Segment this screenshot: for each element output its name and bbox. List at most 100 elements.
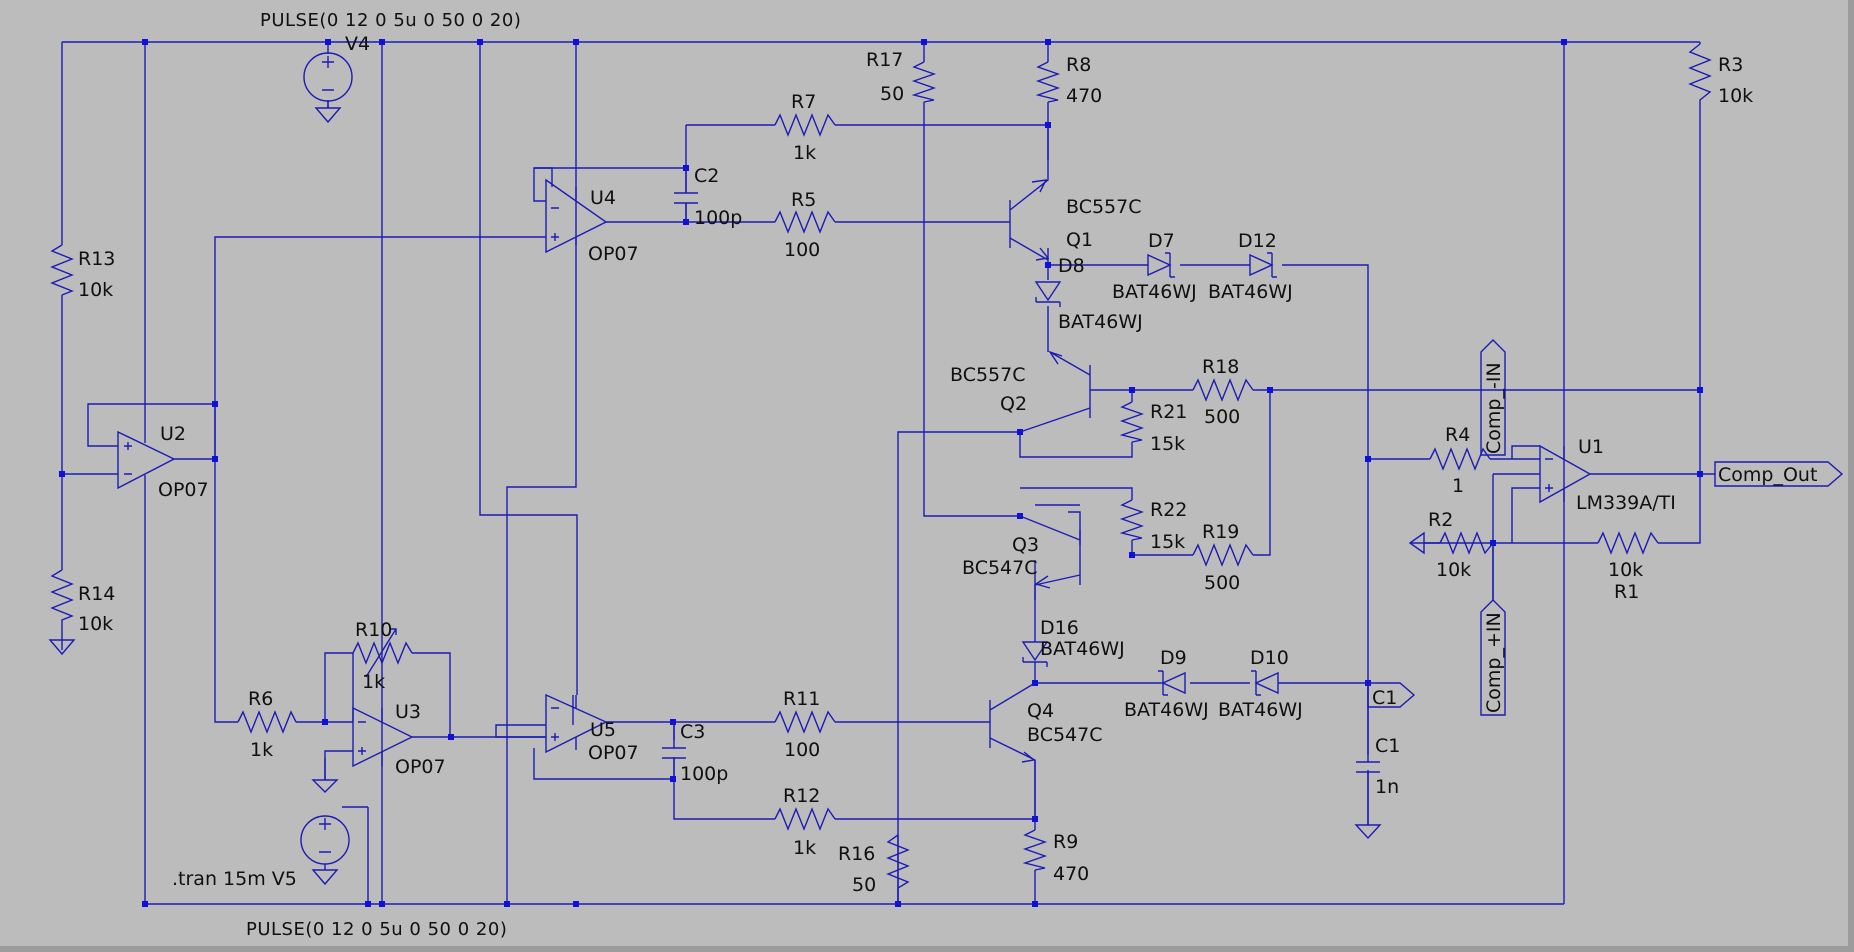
pulse-bottom-text: PULSE(0 12 0 5u 0 50 0 20) — [246, 919, 507, 940]
svg-text:BAT46WJ: BAT46WJ — [1124, 699, 1209, 721]
svg-text:D16: D16 — [1040, 617, 1079, 639]
opamp-u2 — [117, 430, 176, 490]
svg-text:D8: D8 — [1058, 255, 1085, 277]
resistor-r3 — [1688, 43, 1712, 108]
svg-text:R9: R9 — [1053, 831, 1078, 853]
net-label-c1: C1 — [1372, 687, 1397, 709]
svg-text:50: 50 — [852, 874, 876, 896]
diode-d12 — [1249, 252, 1277, 278]
svg-text:10k: 10k — [1608, 559, 1643, 581]
svg-text:BAT46WJ: BAT46WJ — [1112, 281, 1197, 303]
resistor-r17 — [911, 61, 937, 103]
svg-text:BC547C: BC547C — [1027, 724, 1103, 746]
capacitors — [662, 168, 1382, 840]
svg-text:R7: R7 — [791, 91, 816, 113]
svg-text:U3: U3 — [395, 701, 421, 723]
resistor-r10 — [352, 641, 413, 665]
net-label-comp-out: Comp_Out — [1718, 464, 1817, 486]
pulse-top-text: PULSE(0 12 0 5u 0 50 0 20) — [260, 10, 521, 31]
svg-text:LM339A/TI: LM339A/TI — [1576, 492, 1676, 514]
svg-text:R14: R14 — [78, 583, 115, 605]
svg-text:U5: U5 — [590, 719, 616, 741]
resistor-r5 — [774, 210, 836, 234]
svg-text:R21: R21 — [1150, 401, 1187, 423]
svg-text:U4: U4 — [590, 187, 616, 209]
source-v4[interactable] — [303, 52, 353, 124]
svg-text:10k: 10k — [1718, 85, 1753, 107]
capacitor-c1 — [1356, 683, 1380, 825]
svg-text:R17: R17 — [866, 49, 903, 71]
svg-text:100p: 100p — [694, 207, 742, 229]
svg-text:R18: R18 — [1202, 356, 1239, 378]
opamp-u1 — [1539, 444, 1592, 504]
resistor-r22 — [1119, 499, 1145, 541]
resistor-r14 — [50, 569, 74, 640]
diode-d7 — [1147, 252, 1175, 278]
svg-text:Q1: Q1 — [1066, 229, 1093, 251]
labels: PULSE(0 12 0 5u 0 50 0 20) PULSE(0 12 0 … — [78, 10, 1817, 940]
svg-text:470: 470 — [1066, 85, 1102, 107]
svg-text:15k: 15k — [1150, 433, 1185, 455]
svg-text:BAT46WJ: BAT46WJ — [1218, 699, 1303, 721]
svg-text:R2: R2 — [1428, 509, 1453, 531]
svg-text:OP07: OP07 — [395, 756, 446, 778]
svg-text:R22: R22 — [1150, 499, 1187, 521]
svg-text:15k: 15k — [1150, 531, 1185, 553]
svg-text:500: 500 — [1204, 572, 1240, 594]
resistor-r7 — [774, 113, 836, 137]
opamps — [117, 178, 1592, 793]
resistor-r18 — [1192, 378, 1254, 402]
svg-text:R11: R11 — [783, 688, 820, 710]
svg-text:1k: 1k — [362, 671, 385, 693]
resistor-r6 — [237, 710, 297, 734]
svg-text:R4: R4 — [1445, 424, 1470, 446]
transistors — [989, 125, 1091, 819]
svg-text:OP07: OP07 — [588, 243, 639, 265]
wires — [61, 41, 1715, 905]
svg-text:R16: R16 — [838, 843, 875, 865]
diode-d8 — [1034, 281, 1062, 307]
svg-text:U1: U1 — [1578, 436, 1604, 458]
transistor-q1 — [1009, 125, 1050, 261]
svg-text:D12: D12 — [1238, 230, 1277, 252]
svg-text:100: 100 — [784, 239, 820, 261]
svg-text:Q4: Q4 — [1027, 700, 1054, 722]
svg-text:1k: 1k — [250, 739, 273, 761]
svg-text:OP07: OP07 — [588, 742, 639, 764]
capacitor-c3 — [662, 722, 686, 779]
resistor-r8 — [1035, 61, 1061, 103]
svg-text:100p: 100p — [680, 763, 728, 785]
window-right-edge — [1848, 0, 1854, 952]
svg-text:10k: 10k — [1436, 559, 1471, 581]
opamp-u3 — [352, 706, 414, 768]
svg-text:V4: V4 — [345, 33, 370, 55]
svg-text:R8: R8 — [1066, 54, 1091, 76]
svg-text:D7: D7 — [1148, 230, 1175, 252]
svg-text:1k: 1k — [793, 142, 816, 164]
resistor-r19 — [1192, 543, 1254, 567]
svg-text:100: 100 — [784, 739, 820, 761]
resistor-r13 — [50, 244, 74, 296]
resistor-r12 — [774, 807, 836, 831]
svg-text:BAT46WJ: BAT46WJ — [1058, 311, 1143, 333]
svg-text:1n: 1n — [1375, 776, 1399, 798]
resistor-r11 — [774, 710, 836, 734]
svg-text:R1: R1 — [1614, 581, 1639, 603]
net-label-comp-minus: Comp_-IN — [1483, 362, 1505, 454]
svg-text:Q2: Q2 — [1000, 393, 1027, 415]
net-flags — [1367, 339, 1844, 716]
svg-text:R3: R3 — [1718, 54, 1743, 76]
svg-text:D9: D9 — [1160, 647, 1187, 669]
svg-text:R19: R19 — [1202, 521, 1239, 543]
source-v5[interactable] — [300, 815, 350, 886]
diodes — [1021, 252, 1279, 696]
resistor-r21 — [1119, 401, 1145, 443]
svg-text:Q3: Q3 — [1012, 534, 1039, 556]
svg-text:C2: C2 — [694, 165, 719, 187]
resistor-r16 — [886, 834, 910, 904]
svg-text:OP07: OP07 — [158, 479, 209, 501]
svg-text:BAT46WJ: BAT46WJ — [1208, 281, 1293, 303]
svg-text:R10: R10 — [355, 619, 392, 641]
